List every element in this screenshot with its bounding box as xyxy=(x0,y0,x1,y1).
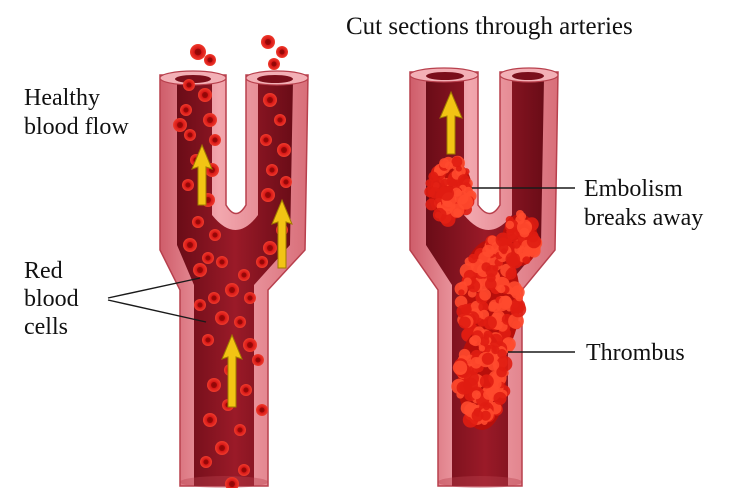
red-blood-cell-icon xyxy=(234,424,246,436)
red-blood-cell-icon xyxy=(238,269,250,281)
red-blood-cell-icon xyxy=(184,129,196,141)
red-blood-cell-icon xyxy=(204,54,216,66)
red-blood-cell-icon xyxy=(183,238,197,252)
red-blood-cell-icon xyxy=(256,256,268,268)
red-blood-cell-icon xyxy=(266,164,278,176)
healthy-artery xyxy=(160,71,308,488)
red-blood-cell-icon xyxy=(207,378,221,392)
red-blood-cell-icon xyxy=(240,384,252,396)
red-blood-cell-icon xyxy=(180,104,192,116)
red-cells-label-line1: Red xyxy=(24,258,63,284)
red-blood-cell-icon xyxy=(192,216,204,228)
red-blood-cell-icon xyxy=(263,93,277,107)
red-cells-label-line2: blood xyxy=(24,286,79,312)
red-blood-cell-icon xyxy=(225,283,239,297)
diagram-title: Cut sections through arteries xyxy=(346,13,633,40)
red-blood-cell-icon xyxy=(256,404,268,416)
red-blood-cell-icon xyxy=(190,44,206,60)
embolism-label-line2: breaks away xyxy=(584,205,703,231)
thrombus-label: Thrombus xyxy=(586,340,685,366)
healthy-label-line1: Healthy xyxy=(24,85,100,111)
red-blood-cell-icon xyxy=(276,46,288,58)
red-blood-cell-icon xyxy=(277,143,291,157)
red-blood-cell-icon xyxy=(261,188,275,202)
red-blood-cell-icon xyxy=(203,113,217,127)
red-blood-cell-icon xyxy=(234,316,246,328)
red-blood-cell-icon xyxy=(244,292,256,304)
red-blood-cell-icon xyxy=(243,338,257,352)
red-blood-cell-icon xyxy=(216,256,228,268)
red-blood-cell-icon xyxy=(200,456,212,468)
red-blood-cell-icon xyxy=(208,292,220,304)
red-blood-cell-icon xyxy=(202,252,214,264)
red-blood-cell-icon xyxy=(173,118,187,132)
red-blood-cell-icon xyxy=(209,134,221,146)
red-blood-cell-icon xyxy=(238,464,250,476)
healthy-label-line2: blood flow xyxy=(24,114,129,140)
healthy-artery-lumen xyxy=(177,80,293,486)
embolism-label-line1: Embolism xyxy=(584,176,683,202)
red-blood-cell-icon xyxy=(209,229,221,241)
red-blood-cell-icon xyxy=(215,441,229,455)
red-blood-cell-icon xyxy=(263,241,277,255)
red-blood-cell-icon xyxy=(260,134,272,146)
red-blood-cell-icon xyxy=(182,179,194,191)
red-blood-cell-icon xyxy=(194,299,206,311)
red-blood-cell-icon xyxy=(198,88,212,102)
red-blood-cell-icon xyxy=(280,176,292,188)
red-blood-cell-icon xyxy=(193,263,207,277)
red-blood-cell-icon xyxy=(215,311,229,325)
red-blood-cell-icon xyxy=(268,58,280,70)
red-blood-cell-icon xyxy=(261,35,275,49)
red-cells-label-line3: cells xyxy=(24,314,68,340)
red-blood-cell-icon xyxy=(274,114,286,126)
red-blood-cell-icon xyxy=(252,354,264,366)
red-blood-cell-icon xyxy=(202,334,214,346)
red-blood-cell-icon xyxy=(203,413,217,427)
red-blood-cell-icon xyxy=(183,79,195,91)
